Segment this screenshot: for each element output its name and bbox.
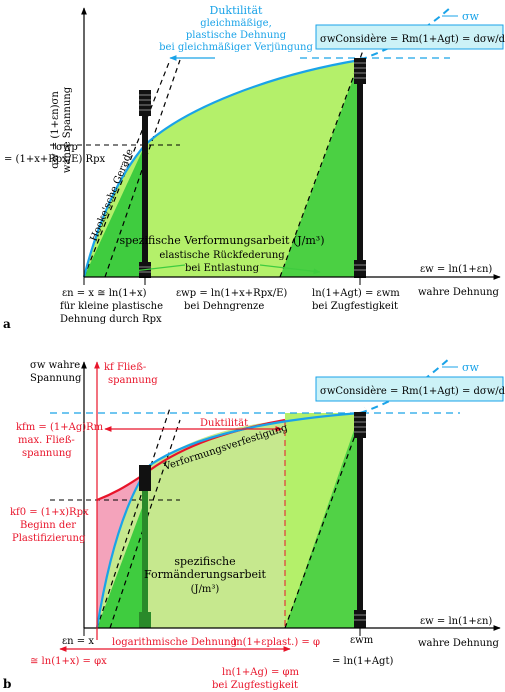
kfm-1: kfm = (1+Ag)Rm: [16, 422, 104, 433]
kf0-2: Beginn der: [20, 520, 76, 531]
tick-2-a1: εwp = ln(1+x+Rpx/E): [176, 288, 287, 299]
sigma-w-label-b: σw: [462, 361, 480, 374]
eps-wm-b: εwm: [350, 635, 374, 646]
kfm-2: max. Fließ-: [18, 435, 75, 446]
ductility-line-4: bei gleichmäßiger Verjüngung: [159, 42, 313, 53]
eps-w-eq-b: εw = ln(1+εn): [420, 616, 492, 627]
energy-area-a: [84, 60, 360, 277]
sigma-wp-eq: = (1+x+Rpx/E) Rpx: [4, 154, 105, 165]
energy-label-a: spezifische Verformungsarbeit (J/m³): [119, 234, 324, 247]
tick-1-a2: für kleine plastische: [60, 301, 163, 312]
energy-b-2: Formänderungsarbeit: [144, 568, 267, 581]
tick-3-a1: ln(1+Agt) = εwm: [312, 288, 400, 299]
kfm-3: spannung: [22, 448, 72, 459]
tick-2-a2: bei Dehngrenze: [184, 301, 264, 312]
panel-a-label: a: [3, 317, 11, 331]
ln-ag-b: ln(1+Ag) = φm: [222, 667, 300, 678]
panel-b-label: b: [3, 677, 11, 691]
specimen-b1: [139, 465, 151, 628]
y-axis-label-b2: Spannung: [30, 373, 82, 384]
y-axis-label-a2: wahre Spannung: [62, 86, 73, 173]
specimen-a2: [354, 58, 366, 278]
zug-b: bei Zugfestigkeit: [212, 680, 298, 691]
considere-box-a: [315, 24, 504, 50]
considere-box-b: [315, 376, 504, 402]
kf-label-b1: kf Fließ-: [104, 362, 146, 373]
sigma-wp: σwp: [56, 142, 78, 153]
tick-1-a3: Dehnung durch Rpx: [60, 314, 162, 325]
eps-wm-eq-b: = ln(1+Agt): [332, 656, 393, 667]
considere-eq-b: σwConsidère = Rm(1+Agt) = dσw/dεw: [320, 386, 505, 397]
kf0-3: Plastifizierung: [12, 533, 86, 544]
x-axis-label-a: wahre Dehnung: [418, 287, 500, 298]
panel-b: b σw wahre Spannung kf Fließ- spannung σ…: [3, 357, 505, 691]
approx-b: ≅ ln(1+x) = φx: [30, 656, 107, 667]
kf-label-b2: spannung: [108, 375, 158, 386]
ductility-line-3: plastische Dehnung: [186, 30, 287, 41]
y-axis-label-a1: σw = (1+εn)σn: [50, 91, 61, 169]
energy-b-3: (J/m³): [191, 584, 220, 595]
log-strain: logarithmische Dehnung: [112, 637, 238, 648]
elastic-label-2: bei Entlastung: [185, 263, 260, 274]
eps-n-b: εn = x: [62, 636, 94, 647]
elastic-label-1: elastische Rückfederung: [159, 250, 285, 261]
ductility-b: Duktilität: [200, 418, 248, 429]
ln-plast: ln(1+εplast.) = φ: [233, 637, 320, 648]
eps-w-eq-a: εw = ln(1+εn): [420, 264, 492, 275]
sigma-w-label-a: σw: [462, 10, 480, 23]
ductility-line-2: gleichmäßige,: [200, 18, 272, 29]
y-axis-label-b1: σw wahre: [30, 360, 80, 371]
elastic-area-a-left: [84, 145, 145, 277]
specimen-b2: [354, 412, 366, 628]
true-stress-curve-a: [82, 58, 361, 278]
tick-3-a2: bei Zugfestigkeit: [312, 301, 398, 312]
ductility-title-a: Duktilität: [210, 4, 264, 17]
x-axis-label-b: wahre Dehnung: [418, 638, 500, 649]
kf0-1: kf0 = (1+x)Rpx: [10, 507, 89, 518]
considere-eq-a: σwConsidère = Rm(1+Agt) = dσw/dεw: [320, 34, 505, 45]
tick-1-a1: εn = x ≅ ln(1+x): [62, 288, 147, 299]
panel-a: a σw = (1+εn)σn wahre Spannung Duktilitä…: [3, 4, 505, 331]
energy-b-1: spezifische: [174, 555, 235, 568]
true-stress-curve-b: [95, 411, 361, 629]
